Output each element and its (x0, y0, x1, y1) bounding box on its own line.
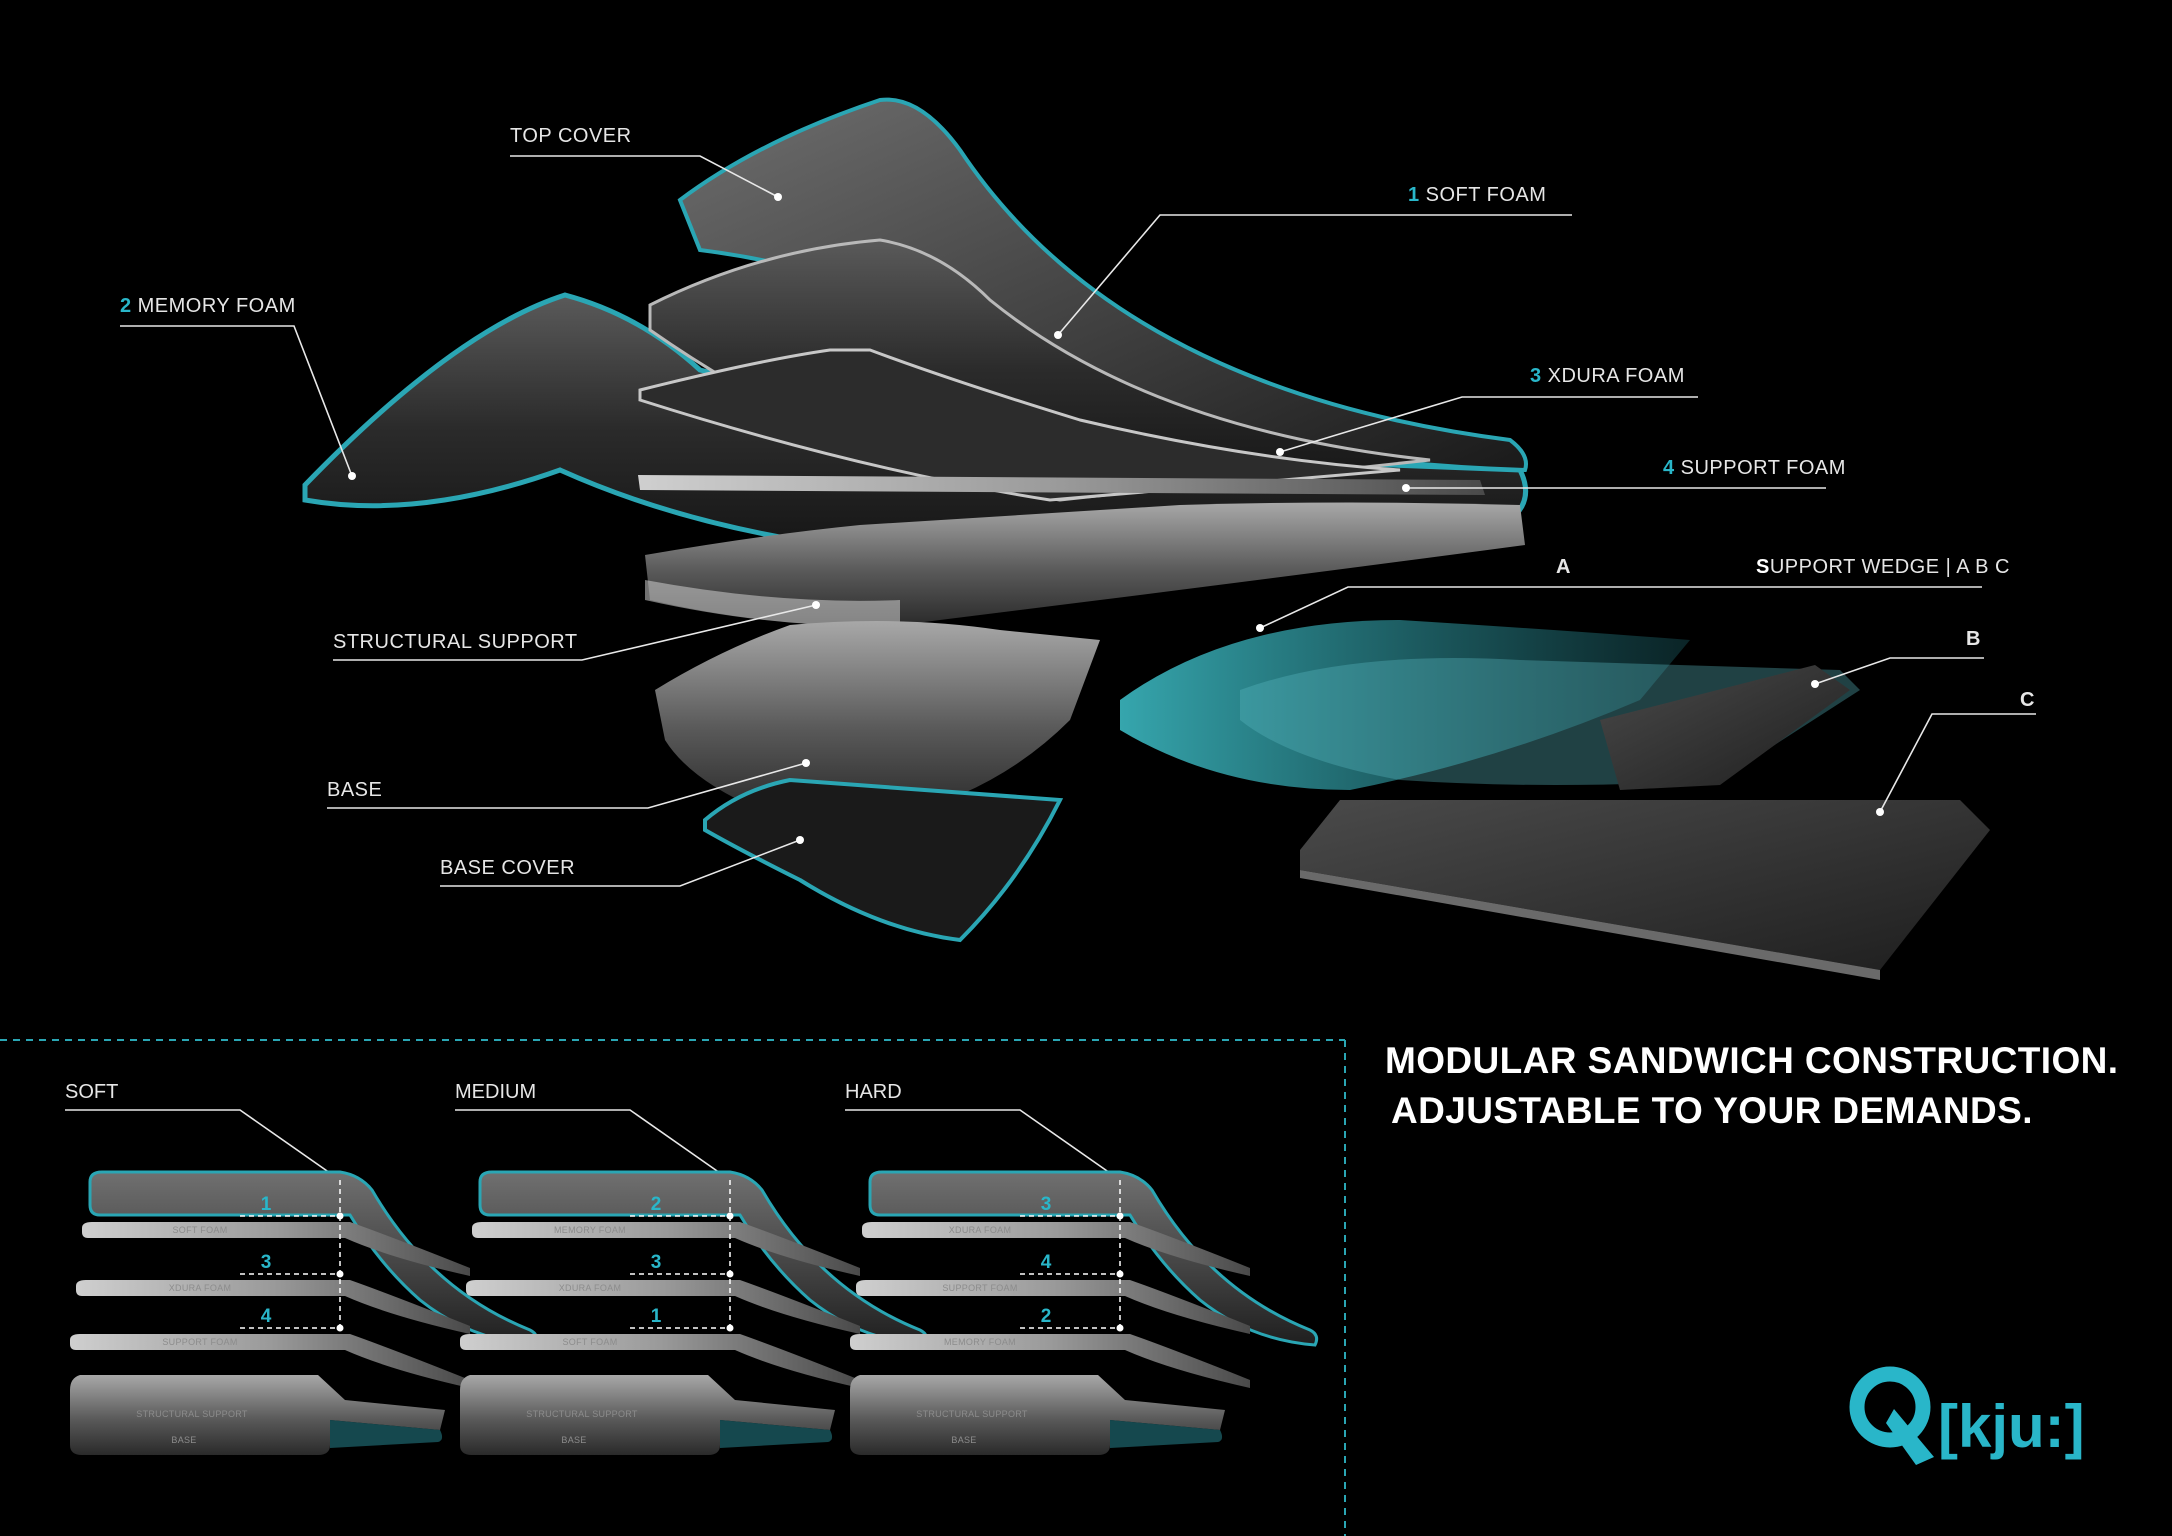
callout-base-label: BASE (327, 779, 382, 801)
callout-top-cover: TOP COVER (510, 125, 782, 201)
headline-line-1: MODULAR SANDWICH CONSTRUCTION. (1385, 1040, 2119, 1081)
svg-text:SUPPORT WEDGE | A B C: SUPPORT WEDGE | A B C (1756, 556, 2010, 578)
mini-layer-tag: SOFT FOAM (562, 1337, 617, 1347)
structural-base-block (70, 1375, 445, 1455)
kju-logo: [kju:] (1849, 1366, 2085, 1465)
mini-layer-plate (862, 1222, 1250, 1276)
callout-top-cover-label: TOP COVER (510, 125, 632, 147)
config-name: HARD (845, 1081, 902, 1103)
structural-base-block (850, 1375, 1225, 1455)
base-tag: BASE (951, 1435, 976, 1445)
support-wedge-a (1120, 620, 1690, 790)
callout-soft-foam-label: SOFT FOAM (1426, 184, 1547, 206)
callout-structural-support: STRUCTURAL SUPPORT (333, 601, 820, 661)
callout-wedge-b: B (1811, 628, 1984, 688)
mini-top-cover (88, 1170, 539, 1347)
config-name: MEDIUM (455, 1081, 536, 1103)
mini-layer-plate (466, 1280, 860, 1334)
mini-top-cover (478, 1170, 929, 1347)
xdura-foam-layer (638, 348, 1401, 502)
mini-layer-tag: XDURA FOAM (559, 1283, 622, 1293)
mini-layer-plate (82, 1222, 470, 1276)
mini-layer-tag: XDURA FOAM (949, 1225, 1012, 1235)
callout-xdura-foam-label: XDURA FOAM (1548, 365, 1685, 387)
mini-layer-tag: SOFT FOAM (172, 1225, 227, 1235)
mini-layer-number: 2 (651, 1194, 662, 1215)
callout-wedge-b-label: B (1966, 628, 1981, 650)
headline-line-2: ADJUSTABLE TO YOUR DEMANDS. (1391, 1090, 2033, 1131)
mini-layer-plate (472, 1222, 860, 1276)
mini-layer-plate (70, 1334, 470, 1388)
callout-structural-support-label: STRUCTURAL SUPPORT (333, 631, 578, 653)
config-hard: HARD STRUCTURAL SUPPORT BASE XDURA FOAM 3SUP… (845, 1081, 1319, 1455)
support-foam-layer (638, 475, 1485, 495)
panel-dividers (0, 1039, 1346, 1536)
mini-layer-plate (460, 1334, 860, 1388)
callout-wedge-a-label: A (1556, 556, 1571, 578)
base-cover-layer (703, 777, 1064, 943)
mini-layer-plate (76, 1280, 470, 1334)
callout-soft-foam: 1 SOFT FOAM (1054, 184, 1572, 339)
mini-layer-number: 3 (261, 1252, 272, 1273)
callout-xdura-foam: 3 XDURA FOAM (1276, 365, 1698, 456)
mattress-illustration (302, 97, 1990, 980)
callout-support-foam-number: 4 (1663, 457, 1675, 479)
support-wedge-c (1300, 800, 1990, 970)
mini-layer-number: 3 (1041, 1194, 1052, 1215)
callout-memory-foam-label: MEMORY FOAM (138, 295, 296, 317)
mini-layer-tag: MEMORY FOAM (554, 1225, 626, 1235)
callout-wedge-c-label: C (2020, 689, 2035, 711)
mini-layer-number: 1 (651, 1306, 662, 1327)
support-wedge-b-solid (1600, 665, 1850, 790)
mini-layer-number: 1 (261, 1194, 272, 1215)
callout-soft-foam-number: 1 (1408, 184, 1420, 206)
mini-layer-tag: MEMORY FOAM (944, 1337, 1016, 1347)
callout-base-cover-label: BASE COVER (440, 857, 575, 879)
callout-wedge-c: C (1876, 689, 2036, 816)
mini-layer-tag: SUPPORT FOAM (942, 1283, 1017, 1293)
callout-support-wedge-initial: S (1756, 556, 1770, 578)
logo-wordmark: [kju:] (1938, 1393, 2085, 1460)
structural-support-tag: STRUCTURAL SUPPORT (916, 1409, 1028, 1419)
structural-support-tag: STRUCTURAL SUPPORT (526, 1409, 638, 1419)
config-name: SOFT (65, 1081, 118, 1103)
mini-layer-number: 4 (1041, 1252, 1052, 1273)
config-soft: SOFT STRUCTURAL SUPPORT BASE SOFT FOAM 1XDUR… (65, 1081, 539, 1455)
callout-support-wedge-label: UPPORT WEDGE | A B C (1770, 556, 2010, 578)
mini-layer-number: 4 (261, 1306, 272, 1327)
base-layer (655, 621, 1100, 815)
mini-layer-number: 3 (651, 1252, 662, 1273)
base-tag: BASE (171, 1435, 196, 1445)
callouts: TOP COVER 1 SOFT FOAM 2 MEMORY FOAM 3 XDURA… (120, 125, 2036, 887)
callout-memory-foam: 2 MEMORY FOAM (120, 295, 356, 480)
logo-q-tail (1886, 1409, 1934, 1465)
mini-layer-plate (856, 1280, 1250, 1334)
structural-base-block (460, 1375, 835, 1455)
mini-top-cover (868, 1170, 1319, 1347)
mini-layer-tag: XDURA FOAM (169, 1283, 232, 1293)
callout-memory-foam-number: 2 (120, 295, 132, 317)
callout-base-cover: BASE COVER (440, 836, 804, 887)
structural-support-tag: STRUCTURAL SUPPORT (136, 1409, 248, 1419)
mini-layer-tag: SUPPORT FOAM (162, 1337, 237, 1347)
callout-xdura-foam-number: 3 (1530, 365, 1542, 387)
mini-layer-number: 2 (1041, 1306, 1052, 1327)
callout-support-wedge: A SUPPORT WEDGE | A B C (1256, 556, 2010, 632)
base-tag: BASE (561, 1435, 586, 1445)
callout-base: BASE (327, 759, 810, 809)
callout-support-foam-label: SUPPORT FOAM (1681, 457, 1846, 479)
callout-support-foam: 4 SUPPORT FOAM (1402, 457, 1846, 492)
logo-q-ring (1849, 1366, 1931, 1448)
headline: MODULAR SANDWICH CONSTRUCTION. ADJUSTABL… (1385, 1036, 2145, 1136)
mini-layer-plate (850, 1334, 1250, 1388)
structural-support-layer (645, 502, 1525, 626)
